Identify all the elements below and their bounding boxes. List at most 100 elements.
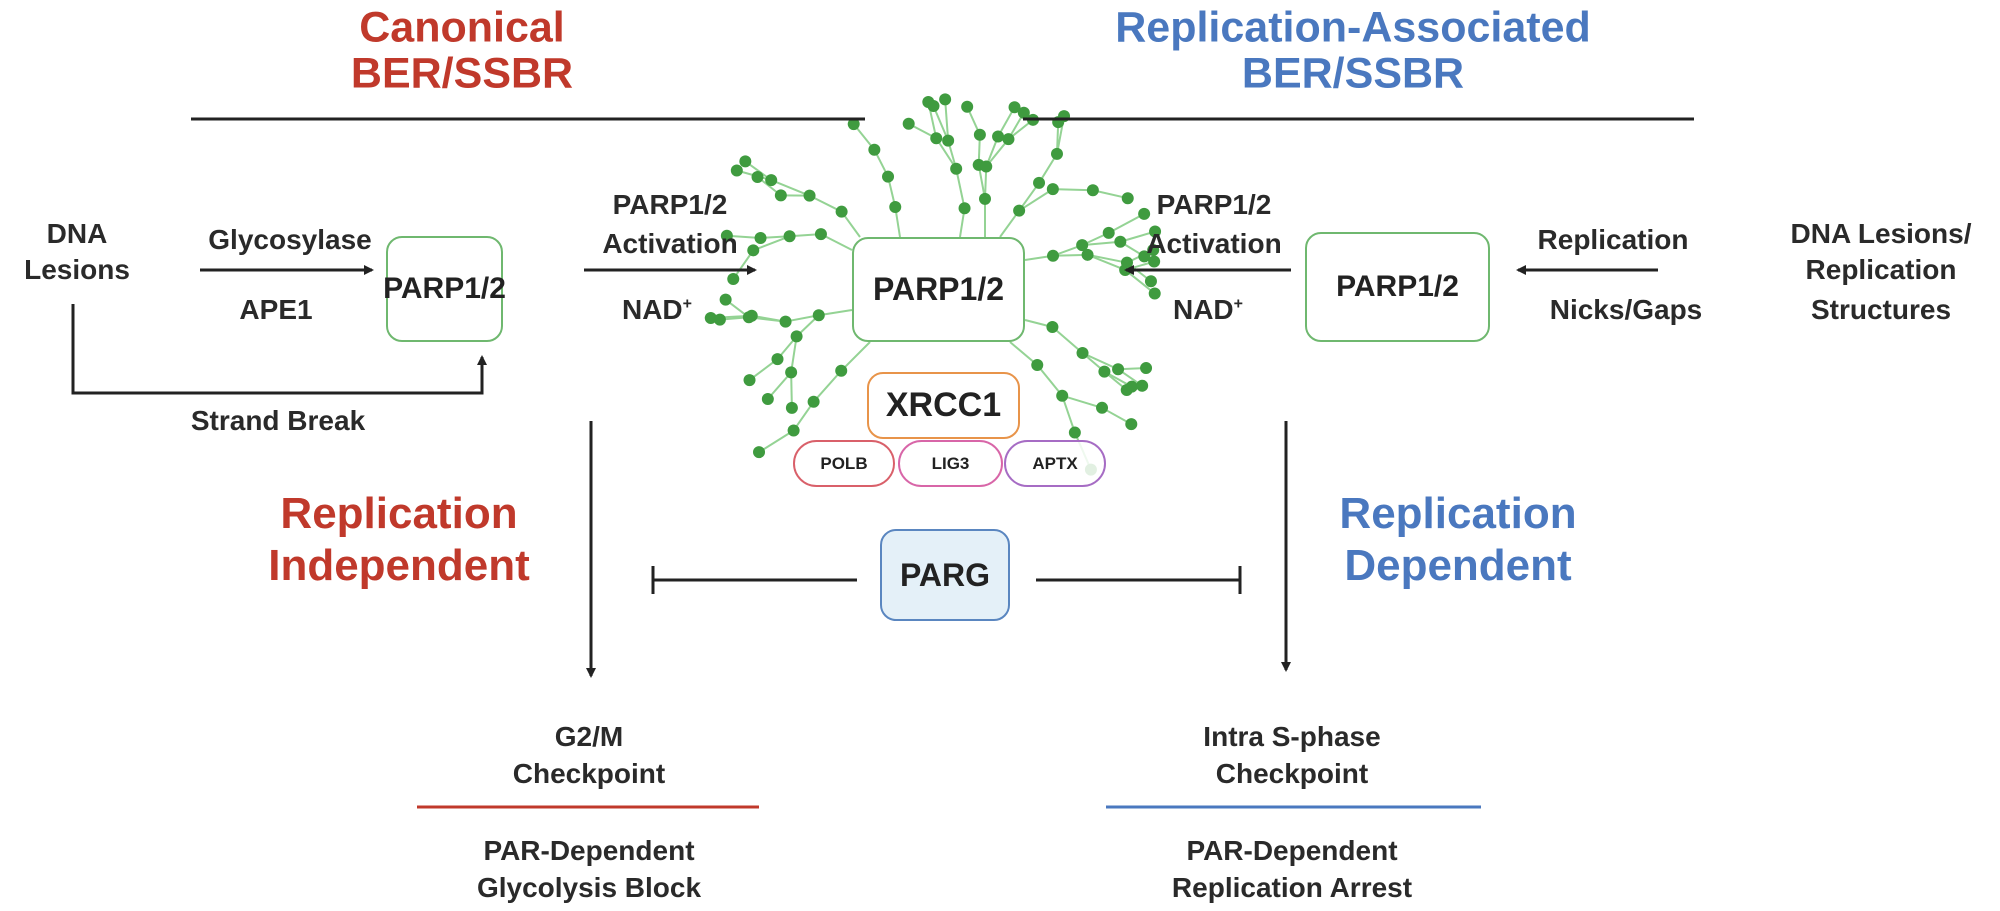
adp-ribose-unit: [950, 162, 963, 175]
intra-s-checkpoint-line1: Intra S-phase: [1203, 721, 1381, 752]
par-chain-link: [752, 235, 790, 252]
adp-ribose-unit: [1050, 147, 1063, 160]
adp-ribose-unit: [1140, 362, 1153, 375]
adp-ribose-unit: [1068, 426, 1081, 439]
dna-lesions-label-2: Lesions: [24, 254, 130, 285]
adp-ribose-unit: [1125, 418, 1138, 431]
right-lesions-label-2: Replication: [1805, 254, 1957, 285]
adp-ribose-unit: [1076, 239, 1089, 252]
strand-break-arrow: [71, 304, 487, 395]
adp-ribose-unit: [812, 309, 825, 322]
adp-ribose-unit: [713, 313, 726, 326]
adp-ribose-unit: [803, 189, 816, 202]
adp-ribose-unit: [1125, 380, 1138, 393]
adp-ribose-unit: [787, 424, 800, 437]
nad-text: NAD: [621, 294, 683, 325]
par-chain-link: [790, 336, 798, 373]
adp-ribose-unit: [961, 100, 974, 113]
g2m-checkpoint-line1: G2/M: [554, 721, 624, 752]
adp-ribose-unit: [704, 312, 717, 325]
adp-ribose-unit: [889, 200, 902, 213]
adp-ribose-unit: [1096, 401, 1109, 414]
nad-superscript: +: [682, 295, 693, 313]
par-chain-tree: [704, 93, 1162, 476]
par-chain-link: [1108, 212, 1145, 234]
adp-ribose-unit: [902, 117, 915, 130]
replication-dependent-line1: Replication: [1339, 489, 1577, 538]
par-chain-link: [1051, 326, 1084, 354]
nad-superscript: +: [1233, 295, 1244, 313]
adp-ribose-unit: [1076, 347, 1089, 360]
replication-label: Replication: [1537, 224, 1689, 255]
adp-ribose-unit: [790, 330, 803, 343]
par-chain-link: [1061, 394, 1103, 409]
adp-ribose-unit: [807, 395, 820, 408]
par-chain-link: [1087, 253, 1128, 264]
right-activation-label-1: PARP1/2: [1156, 189, 1272, 220]
par-chain-link: [758, 429, 795, 453]
par-chain-link: [1018, 188, 1054, 212]
adp-ribose-unit: [785, 366, 798, 379]
right-lesions-label-1: DNA Lesions/: [1790, 218, 1972, 249]
nicks-gaps-label: Nicks/Gaps: [1549, 294, 1703, 325]
adp-ribose-unit: [754, 231, 767, 244]
adp-ribose-unit: [771, 353, 784, 366]
adp-ribose-unit: [958, 202, 971, 215]
adp-ribose-unit: [973, 128, 986, 141]
adp-ribose-unit: [783, 230, 796, 243]
par-chain-link: [812, 370, 842, 403]
adp-ribose-unit: [1121, 192, 1134, 205]
right-parp-box: PARP1/2: [1305, 232, 1490, 342]
glycolysis-block-line1: PAR-Dependent: [483, 835, 695, 866]
replication-arrest-line2: Replication Arrest: [1171, 872, 1413, 903]
par-chain-link: [1082, 240, 1121, 247]
adp-ribose-unit: [1046, 321, 1059, 334]
adp-ribose-unit: [1148, 287, 1161, 300]
adp-ribose-unit: [1138, 250, 1151, 263]
par-chain-link: [944, 99, 950, 141]
adp-ribose-unit: [847, 118, 860, 131]
adp-ribose-unit: [785, 401, 798, 414]
adp-ribose-unit: [1047, 249, 1060, 262]
adp-ribose-unit: [835, 205, 848, 218]
adp-ribose-unit: [1149, 225, 1162, 238]
adp-ribose-unit: [1102, 226, 1115, 239]
replication-independent-line2: Independent: [268, 541, 530, 590]
par-chain-link: [840, 341, 871, 372]
par-chain-link: [770, 179, 810, 197]
adp-ribose-unit: [1056, 389, 1069, 402]
adp-ribose-unit: [719, 293, 732, 306]
adp-ribose-unit: [1148, 255, 1161, 268]
glycosylase-label: Glycosylase: [208, 224, 372, 255]
right-header-line2: BER/SSBR: [1241, 49, 1465, 98]
adp-ribose-unit: [730, 164, 743, 177]
g2m-checkpoint-line2: Checkpoint: [512, 758, 666, 789]
dna-lesions-label-1: DNA: [46, 218, 108, 249]
adp-ribose-unit: [1114, 235, 1127, 248]
replication-arrest-line1: PAR-Dependent: [1186, 835, 1398, 866]
adp-ribose-unit: [747, 244, 760, 257]
aptx-oval: APTX: [1004, 440, 1106, 487]
adp-ribose-unit: [1031, 358, 1044, 371]
adp-ribose-unit: [1120, 256, 1133, 269]
adp-ribose-unit: [1147, 243, 1160, 256]
right-activation-label-2: Activation: [1146, 228, 1282, 259]
par-chain-link: [935, 137, 958, 170]
parg-box: PARG: [880, 529, 1010, 621]
par-chain-link: [1087, 253, 1126, 271]
adp-ribose-unit: [743, 374, 756, 387]
nad-text: NAD: [1172, 294, 1234, 325]
adp-ribose-unit: [1136, 379, 1149, 392]
right-lesions-label-3: Structures: [1810, 294, 1952, 325]
adp-ribose-unit: [753, 446, 766, 459]
lig3-oval: LIG3: [898, 440, 1003, 487]
adp-ribose-unit: [761, 393, 774, 406]
adp-ribose-unit: [1081, 248, 1094, 261]
xrcc1-box: XRCC1: [867, 372, 1020, 439]
right-header-line1: Replication-Associated: [1115, 3, 1591, 52]
par-chain-link: [1036, 364, 1063, 397]
adp-ribose-unit: [742, 311, 755, 324]
glycolysis-block-line2: Glycolysis Block: [476, 872, 702, 903]
